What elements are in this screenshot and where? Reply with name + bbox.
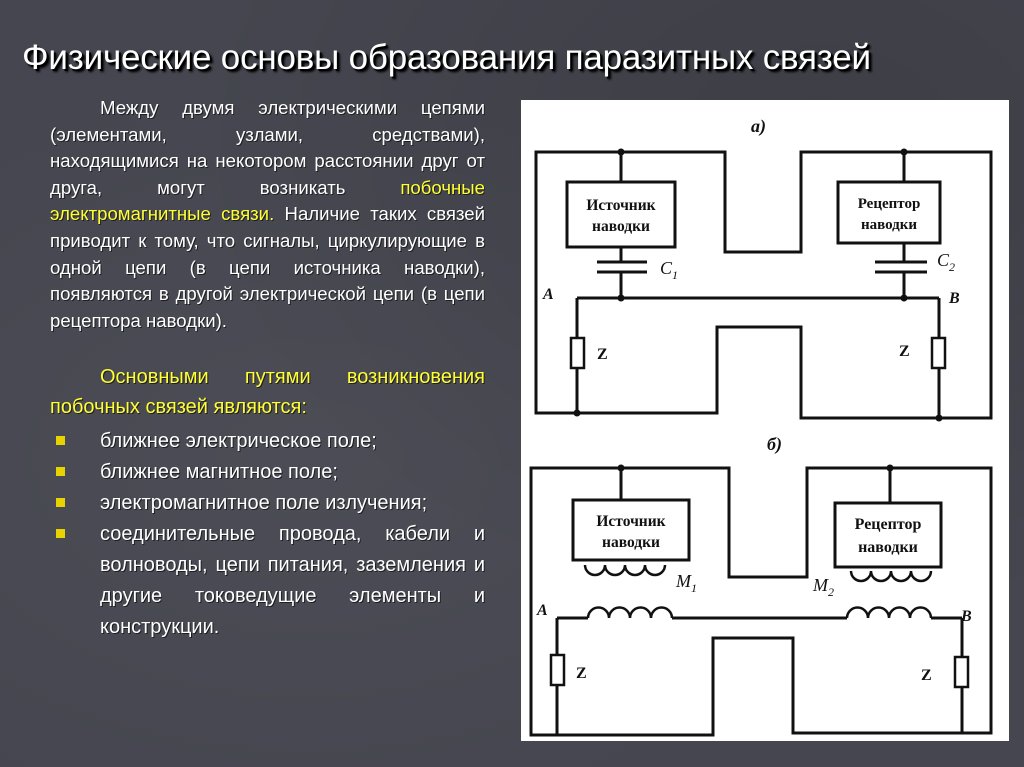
capacitor-c2-label: C2 [937, 250, 955, 274]
capacitor-c1-label: C1 [660, 258, 678, 282]
coil-m1-source-icon [583, 564, 667, 577]
paths-list: ближнее электрическое поле; ближнее магн… [50, 426, 485, 643]
coil-m2-receptor-icon [849, 570, 933, 583]
intro-paragraph: Между двумя электрическими цепями (элеме… [50, 95, 485, 334]
list-item: соединительные провода, кабели и волново… [50, 519, 485, 643]
diagram-b-source-box [571, 498, 691, 562]
square-bullet-icon [56, 528, 65, 538]
intro-text-start: Между двумя электрическими цепями (элеме… [50, 97, 485, 198]
diagram-b-receptor-label-1: Рецептор [855, 516, 922, 533]
list-item: ближнее электрическое поле; [50, 426, 485, 457]
diagram-a-receptor-box [836, 180, 942, 245]
list-item: ближнее магнитное поле; [50, 457, 485, 488]
node-b-label-b: B [960, 608, 972, 625]
text-column: Между двумя электрическими цепями (элеме… [50, 95, 485, 643]
list-item-text: ближнее электрическое поле; [100, 430, 377, 453]
node-b-label: B [948, 290, 960, 307]
resistor-z-right-a-icon [930, 336, 947, 370]
junction-dots [573, 148, 943, 472]
list-item-text: ближнее магнитное поле; [100, 461, 338, 484]
square-bullet-icon [56, 497, 65, 507]
intro-text-end: Наличие таких связей приводит к тому, чт… [50, 203, 486, 331]
capacitor-c1-icon [597, 260, 647, 274]
list-item: электромагнитное поле излучения; [50, 488, 485, 519]
diagram-a-source-box [565, 180, 677, 249]
intro-highlight: побочные электромагнитные связи. [50, 176, 485, 225]
square-bullet-icon [56, 466, 65, 476]
diagram-a-source-label-2: наводки [592, 218, 650, 235]
circuit-diagrams-svg: а) Источник наводки Рецептор наводки C1 … [529, 116, 993, 737]
circuit-diagrams-panel: а) Источник наводки Рецептор наводки C1 … [521, 100, 1009, 741]
diagram-b-label: б) [767, 434, 782, 455]
coil-m1-label: M1 [675, 571, 697, 595]
paths-heading: Основными путями возникновения побочных … [50, 366, 485, 419]
diagram-b-receptor-label-2: наводки [858, 539, 918, 556]
list-item-text: соединительные провода, кабели и волново… [100, 523, 485, 639]
square-bullet-icon [56, 435, 65, 445]
z-right-b-label: Z [921, 667, 932, 684]
node-a-label-b: A [536, 602, 548, 619]
diagram-a-label: а) [751, 116, 766, 137]
diagram-a-source-label-1: Источник [586, 197, 655, 214]
coil-m1-line-icon [586, 606, 674, 619]
coil-m2-label: M2 [812, 575, 834, 599]
diagram-b-receptor-box [833, 501, 943, 569]
node-a-label: A [542, 286, 554, 303]
coil-m2-line-icon [845, 606, 933, 619]
z-right-a-label: Z [899, 343, 910, 360]
diagram-a-wiring [534, 150, 993, 420]
diagram-b-source-label-1: Источник [596, 513, 665, 530]
list-item-text: электромагнитное поле излучения; [100, 492, 428, 515]
diagram-a-receptor-label-1: Рецептор [858, 196, 921, 212]
z-left-a-label: Z [597, 346, 608, 363]
resistor-z-right-b-icon [953, 655, 970, 689]
diagram-a-receptor-label-2: наводки [861, 217, 917, 233]
capacitor-c2-icon [875, 260, 927, 274]
resistor-z-left-a-icon [569, 336, 586, 370]
z-left-b-label: Z [576, 665, 587, 682]
slide-title: Физические основы образования паразитных… [22, 38, 871, 77]
diagram-b-wiring [529, 466, 993, 737]
resistor-z-left-b-icon [549, 653, 566, 687]
diagram-b-source-label-2: наводки [602, 534, 660, 551]
